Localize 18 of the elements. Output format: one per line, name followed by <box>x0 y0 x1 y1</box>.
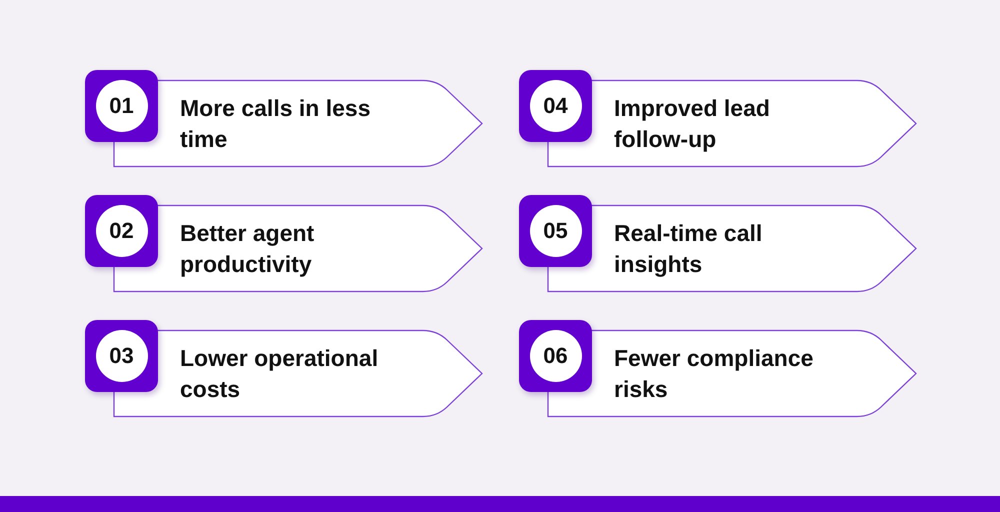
card-title: Fewer compliance risks <box>614 344 814 404</box>
arrow-card <box>519 195 917 292</box>
step-number: 03 <box>96 330 148 382</box>
step-number: 04 <box>530 80 582 132</box>
arrow-card <box>519 70 917 167</box>
card-title: Improved lead follow-up <box>614 94 771 154</box>
arrow-card <box>519 320 917 417</box>
step-number: 01 <box>96 80 148 132</box>
card-title: Real-time call insights <box>614 218 764 279</box>
arrow-card <box>85 70 483 167</box>
step-number: 02 <box>96 205 148 257</box>
card-title: Lower operational costs <box>180 344 380 404</box>
arrow-card <box>85 195 483 292</box>
card-title: More calls in less time <box>180 94 372 154</box>
card-title: Better agent productivity <box>180 218 316 279</box>
arrow-card <box>85 320 483 417</box>
step-number: 06 <box>530 330 582 382</box>
step-number: 05 <box>530 205 582 257</box>
